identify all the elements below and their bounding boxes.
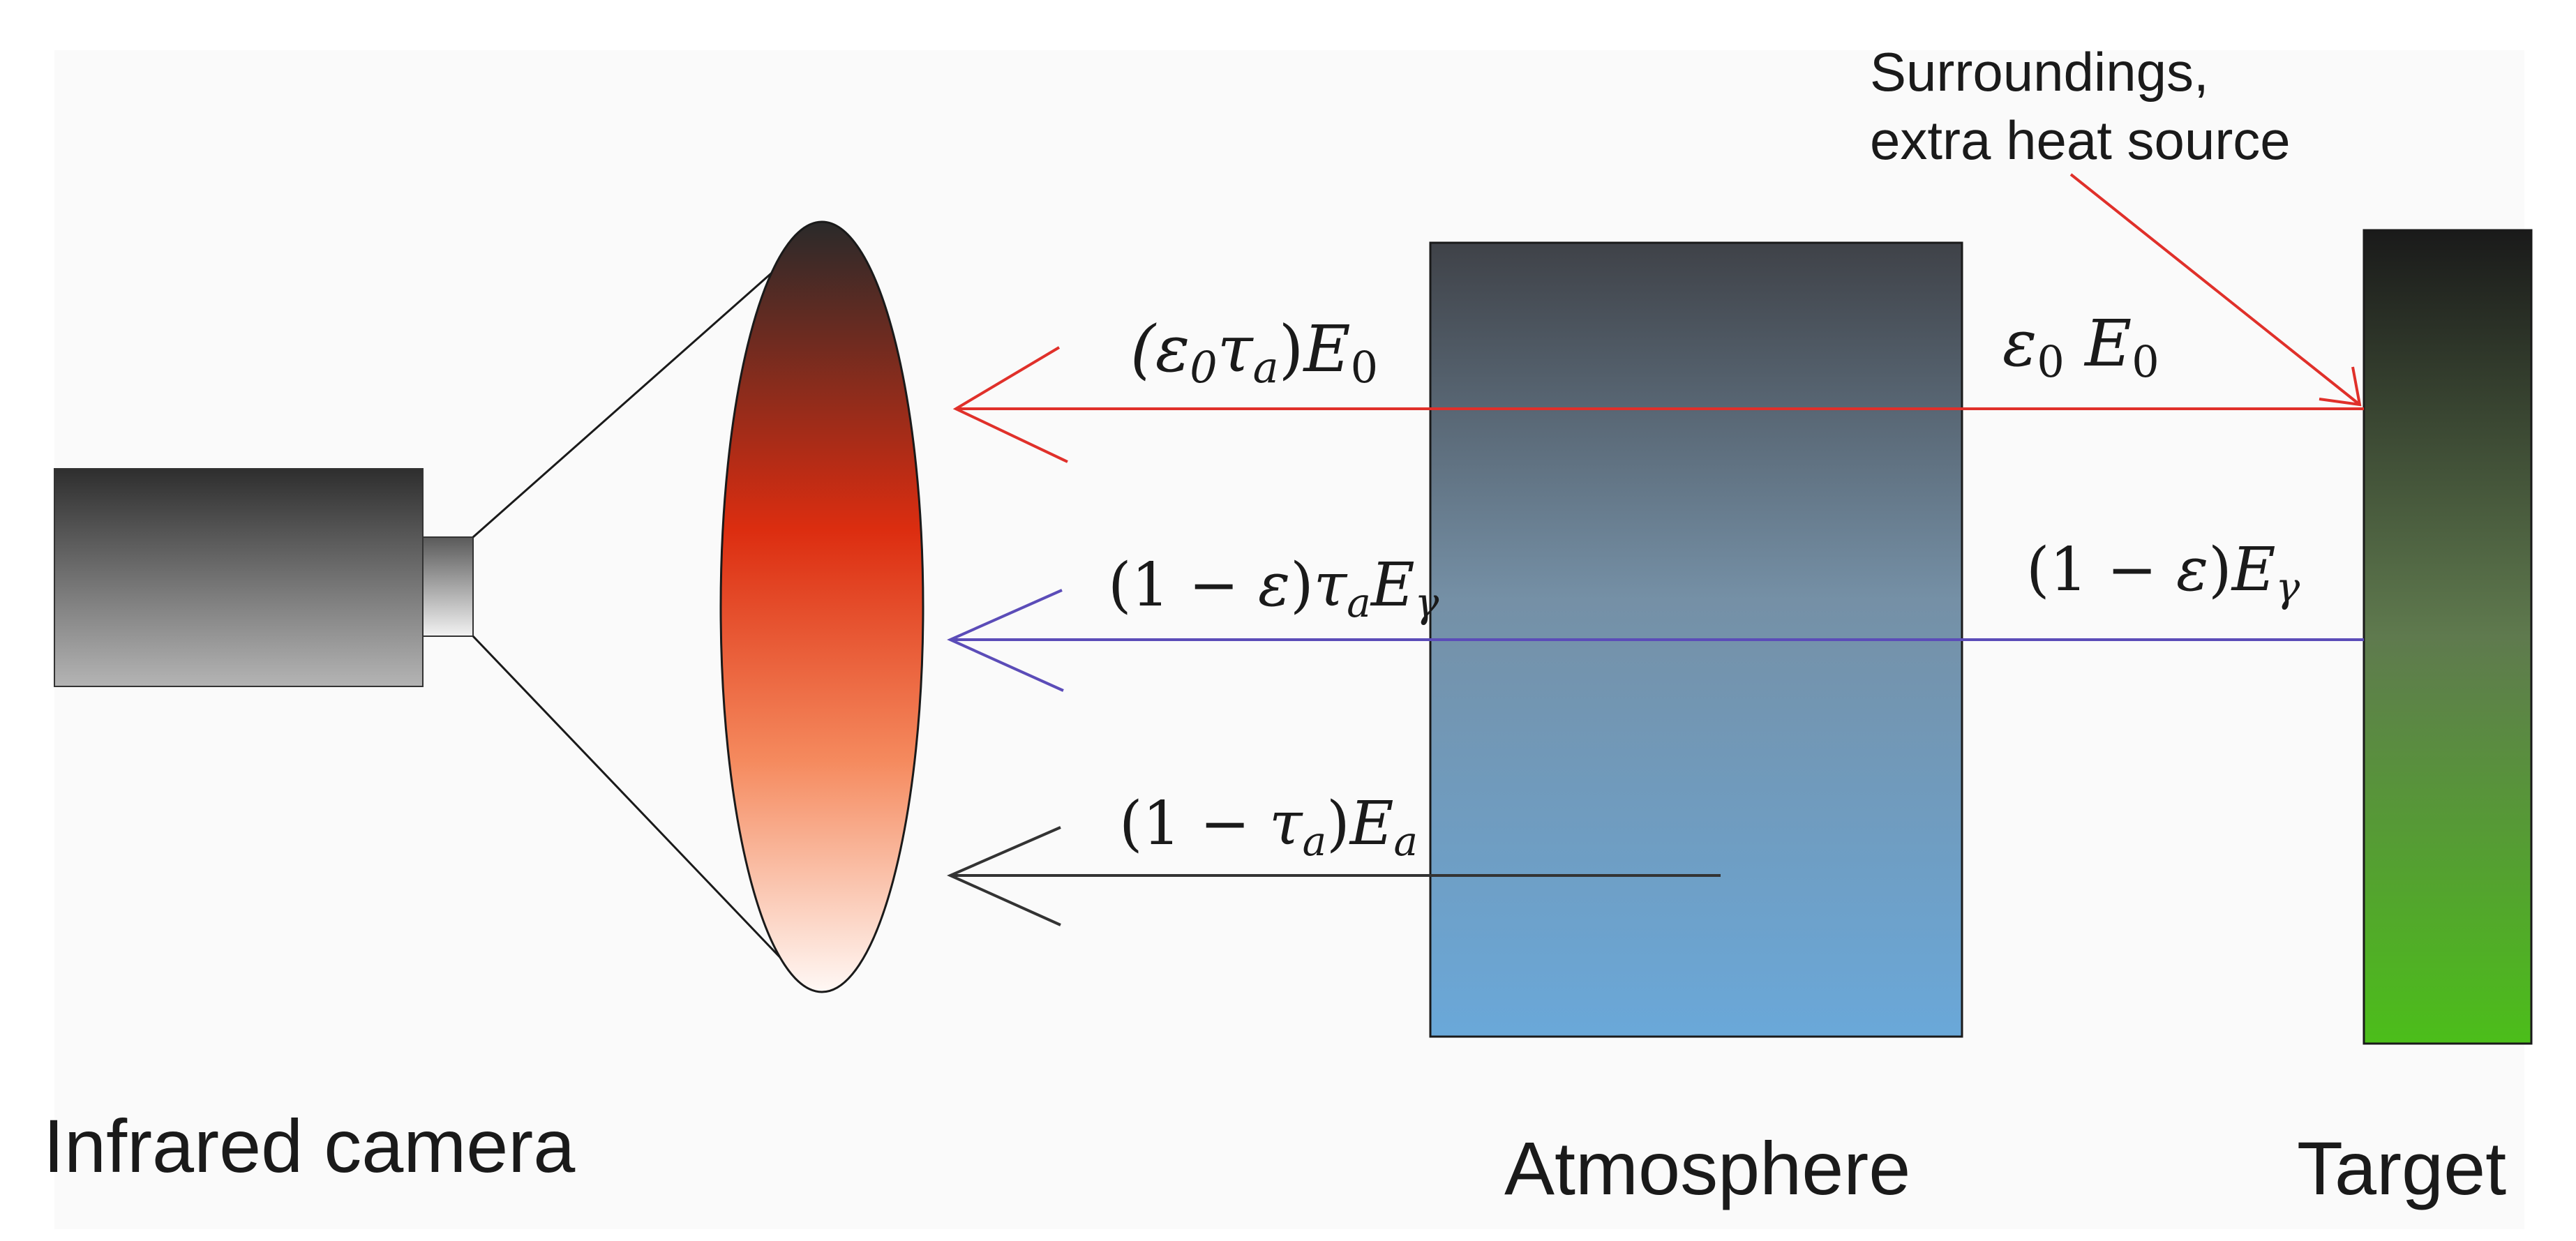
camera-label: Infrared camera — [43, 1104, 576, 1188]
black-ray-arrowhead — [947, 826, 1061, 926]
target-label: Target — [2297, 1126, 2506, 1210]
lens — [719, 220, 924, 993]
blue-ray-arrowhead — [947, 589, 1064, 692]
target-block — [2362, 229, 2533, 1045]
cone-top-line — [472, 257, 789, 539]
surroundings-pointer-arrowhead — [2319, 366, 2362, 407]
surroundings-label-line1: Surroundings, — [1870, 41, 2209, 103]
camera-body — [54, 468, 424, 687]
eq-blue-left: (1 − ε)τaEγ — [1108, 550, 1439, 626]
atmosphere-label: Atmosphere — [1504, 1126, 1910, 1210]
eq-blue-right: (1 − ε)Eγ — [2026, 535, 2300, 611]
red-ray-arrowhead — [952, 346, 1068, 463]
eq-black-left: (1 − τa)Ea — [1119, 789, 1418, 865]
cone-bottom-line — [472, 635, 790, 968]
camera-nozzle — [422, 536, 474, 637]
surroundings-label-line2: extra heat source — [1870, 110, 2291, 171]
surroundings-pointer — [2069, 173, 2361, 406]
